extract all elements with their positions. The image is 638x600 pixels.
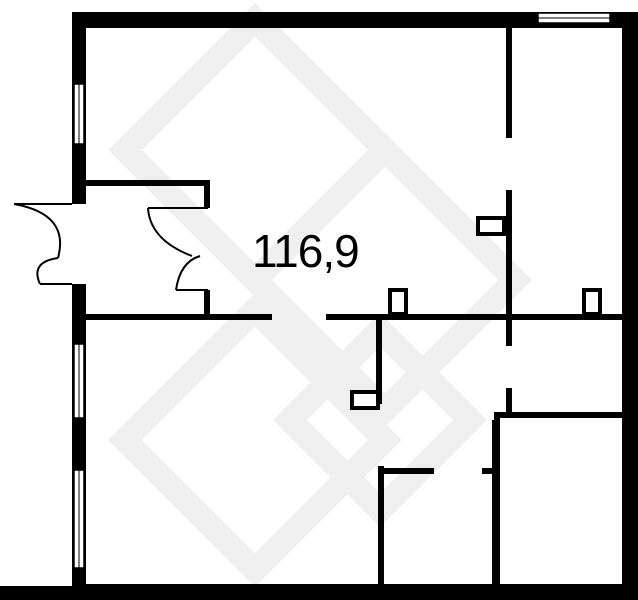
- doors: [13, 203, 208, 291]
- wall-bath-inner: [492, 420, 496, 586]
- wall-niche-top: [86, 180, 208, 186]
- wall-right-partition-low1: [506, 320, 512, 346]
- wall-top: [72, 12, 638, 28]
- wall-right-partition-mid: [506, 190, 512, 316]
- fixture-2: [388, 288, 408, 316]
- door-niche-arc-top: [147, 207, 193, 257]
- windows: [73, 12, 611, 569]
- wall-right: [622, 12, 638, 600]
- wall-right-partition-low2: [506, 388, 512, 414]
- interior-walls: [86, 28, 622, 586]
- wall-bath-left: [494, 412, 500, 586]
- wall-closet-left: [378, 466, 384, 586]
- door-exterior-bottom-arc: [36, 257, 59, 285]
- wall-niche-right-upper: [204, 180, 210, 208]
- wall-closet-top-left: [378, 468, 434, 474]
- wall-bath-top: [494, 412, 622, 418]
- watermark-logo: [108, 3, 532, 587]
- area-label: 116,9: [252, 225, 360, 277]
- wall-closet-top-right: [482, 468, 494, 474]
- fixture-1: [476, 216, 506, 236]
- wall-partition-right: [326, 314, 622, 320]
- wall-niche-right-lower: [204, 290, 210, 316]
- fixture-3: [582, 288, 602, 316]
- wall-l-vertical: [376, 320, 382, 404]
- fixtures: [350, 216, 602, 410]
- wall-partition-left: [86, 314, 272, 320]
- door-exterior-top-arc: [13, 203, 62, 259]
- door-niche-arc-bottom: [175, 255, 201, 291]
- wall-bottom: [72, 584, 638, 600]
- wall-left-base: [0, 586, 86, 600]
- wall-right-partition-upper: [506, 28, 512, 138]
- fixture-4: [350, 390, 380, 410]
